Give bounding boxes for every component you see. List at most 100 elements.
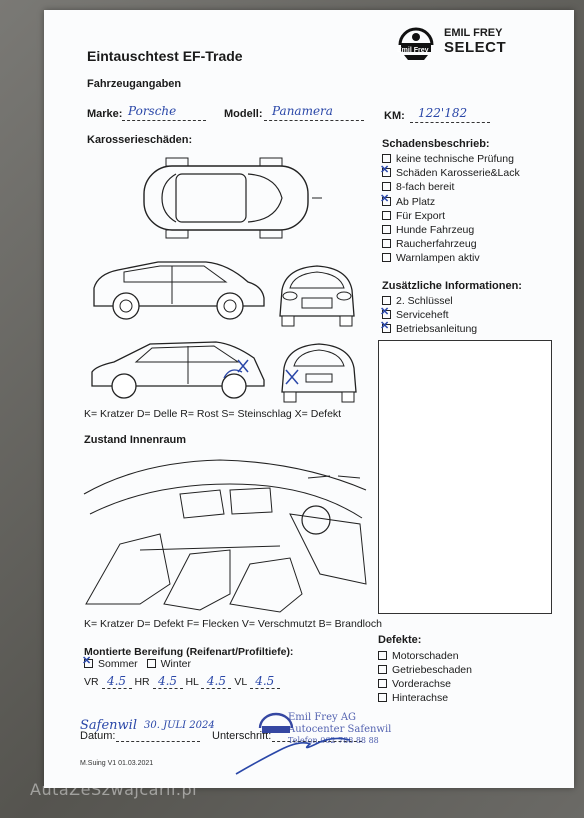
car-top-view-diagram bbox=[143, 157, 322, 239]
damage-description-checkbox[interactable] bbox=[380, 163, 391, 178]
damage-description-item: Raucherfahrzeug bbox=[382, 238, 477, 250]
defect-label: Vorderachse bbox=[392, 678, 451, 690]
damage-description-item: Hunde Fahrzeug bbox=[382, 224, 474, 236]
vl-value: 4.5 bbox=[249, 674, 280, 689]
additional-info-label: 2. Schlüssel bbox=[396, 295, 453, 307]
modell-value: Panamera bbox=[272, 104, 333, 118]
damage-description-label: keine technische Prüfung bbox=[396, 153, 514, 165]
sommer-checkbox[interactable] bbox=[82, 654, 93, 668]
date-value: 30. JULI 2024 bbox=[144, 720, 215, 731]
defect-item: Hinterachse bbox=[378, 692, 448, 704]
section-vehicle-heading: Fahrzeugangaben bbox=[87, 78, 182, 90]
damage-description-label: Hunde Fahrzeug bbox=[396, 224, 475, 236]
vl-label: VL bbox=[234, 676, 247, 688]
additional-info-heading: Zusätzliche Informationen: bbox=[382, 280, 522, 292]
defect-item: Motorschaden bbox=[378, 650, 459, 662]
tires-heading: Montierte Bereifung (Reifenart/Profiltie… bbox=[84, 646, 294, 658]
winter-checkbox[interactable] bbox=[146, 659, 156, 668]
sommer-label: Sommer bbox=[98, 658, 138, 670]
damage-description-item: Schäden Karosserie&Lack bbox=[380, 163, 520, 180]
vr-label: VR bbox=[84, 676, 99, 688]
emil-frey-logo: Emil Frey EMIL FREY SELECT bbox=[396, 25, 516, 65]
notes-box[interactable] bbox=[378, 340, 552, 614]
damage-description-checkbox[interactable] bbox=[382, 210, 391, 220]
defect-checkbox[interactable] bbox=[378, 679, 387, 688]
inspection-form-sheet: Eintauschtest EF-Trade Emil Frey EMIL FR… bbox=[44, 10, 574, 788]
handwritten-signature bbox=[235, 737, 351, 775]
logo-brand-line2: SELECT bbox=[444, 39, 507, 56]
stamp-line2: Autocenter Safenwil bbox=[288, 724, 392, 735]
tread-depth-row: VR 4.5 HR 4.5 HL 4.5 VL 4.5 bbox=[84, 674, 280, 689]
place-value: Safenwil bbox=[80, 718, 137, 733]
damage-description-checkbox[interactable] bbox=[382, 253, 391, 263]
hl-value: 4.5 bbox=[201, 674, 232, 689]
form-version: M.Suing V1 01.03.2021 bbox=[80, 760, 154, 767]
defect-item: Getriebeschaden bbox=[378, 664, 472, 676]
damage-description-item: Ab Platz bbox=[380, 192, 436, 208]
interior-heading: Zustand Innenraum bbox=[84, 434, 187, 446]
damage-description-item: 8-fach bereit bbox=[382, 181, 454, 193]
defect-label: Hinterachse bbox=[392, 692, 449, 704]
additional-info-item: Betriebsanleitung bbox=[380, 319, 478, 336]
hl-label: HL bbox=[185, 676, 199, 688]
logo-brand-line1: EMIL FREY bbox=[444, 27, 503, 39]
signature-field-line bbox=[272, 741, 362, 742]
additional-info-checkbox[interactable] bbox=[380, 319, 391, 334]
km-field-line bbox=[410, 122, 490, 123]
damage-description-label: Für Export bbox=[396, 209, 446, 222]
additional-info-label: Serviceheft bbox=[396, 309, 449, 322]
modell-field-line bbox=[264, 120, 364, 121]
damage-description-item: Für Export bbox=[382, 210, 445, 222]
additional-info-item: Serviceheft bbox=[380, 305, 449, 322]
defect-checkbox[interactable] bbox=[378, 693, 387, 702]
car-side-right-diagram bbox=[91, 341, 265, 399]
additional-info-label: Betriebsanleitung bbox=[396, 323, 478, 336]
damage-description-heading: Schadensbeschrieb: bbox=[382, 138, 490, 150]
damage-description-label: Warnlampen aktiv bbox=[396, 252, 480, 265]
damage-description-checkbox[interactable] bbox=[382, 225, 391, 234]
body-damage-legend: K= Kratzer D= Delle R= Rost S= Steinschl… bbox=[84, 408, 342, 420]
stamp-emblem-icon bbox=[258, 712, 294, 733]
logo-emblem-text: Emil Frey bbox=[397, 47, 429, 54]
watermark: AutaZeSzwajcarii.pl bbox=[30, 780, 198, 799]
defect-checkbox[interactable] bbox=[378, 651, 387, 660]
additional-info-checkbox[interactable] bbox=[382, 296, 391, 305]
marke-value: Porsche bbox=[128, 104, 177, 118]
damage-description-label: 8-fach bereit bbox=[396, 181, 455, 194]
damage-description-item: Warnlampen aktiv bbox=[382, 252, 480, 264]
car-side-left-diagram bbox=[93, 261, 265, 320]
tire-type-row: Sommer Winter bbox=[82, 654, 191, 670]
form-title: Eintauschtest EF-Trade bbox=[87, 48, 243, 64]
signature-label: Unterschrift: bbox=[212, 730, 272, 742]
additional-info-checkbox[interactable] bbox=[380, 305, 391, 320]
stamp-line1: Emil Frey AG bbox=[288, 712, 357, 723]
defect-label: Motorschaden bbox=[392, 650, 459, 662]
interior-legend: K= Kratzer D= Defekt F= Flecken V= Versc… bbox=[84, 618, 382, 630]
damage-description-checkbox[interactable] bbox=[382, 239, 391, 249]
marke-field-line bbox=[122, 120, 206, 121]
defect-checkbox[interactable] bbox=[378, 665, 387, 674]
defect-item: Vorderachse bbox=[378, 678, 451, 690]
damage-description-checkbox[interactable] bbox=[382, 154, 391, 163]
emil-frey-emblem-icon bbox=[398, 27, 434, 60]
vr-value: 4.5 bbox=[101, 674, 132, 689]
stamp-line3: Telefon 062 788 88 88 bbox=[288, 736, 379, 745]
car-interior-diagram bbox=[83, 459, 367, 613]
additional-info-item: 2. Schlüssel bbox=[382, 295, 453, 307]
damage-description-label: Schäden Karosserie&Lack bbox=[396, 167, 520, 180]
damage-description-checkbox[interactable] bbox=[380, 192, 391, 206]
marke-label: Marke: bbox=[87, 108, 123, 120]
datum-field-line bbox=[116, 741, 200, 742]
car-front-view-diagram bbox=[279, 265, 355, 327]
modell-label: Modell: bbox=[224, 108, 263, 120]
damage-description-checkbox[interactable] bbox=[382, 182, 391, 192]
body-damage-heading: Karosserieschäden: bbox=[87, 134, 193, 146]
damage-description-label: Ab Platz bbox=[396, 195, 436, 208]
datum-label: Datum: bbox=[80, 730, 116, 742]
km-value: 122'182 bbox=[418, 106, 468, 120]
winter-label: Winter bbox=[160, 658, 191, 670]
hr-value: 4.5 bbox=[152, 674, 183, 689]
car-rear-view-diagram bbox=[281, 343, 357, 403]
hr-label: HR bbox=[134, 676, 150, 688]
damage-description-item: keine technische Prüfung bbox=[382, 153, 514, 165]
